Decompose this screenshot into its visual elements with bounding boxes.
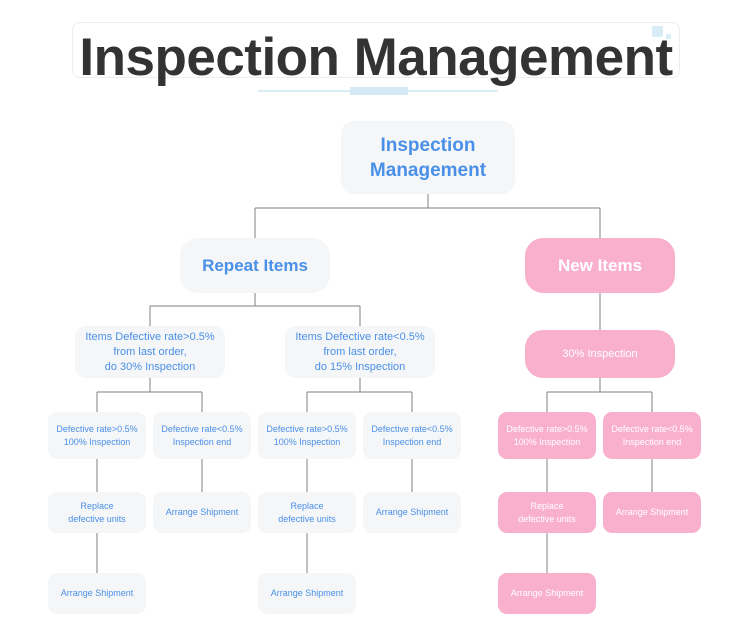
node-final-arrange-shipment-b[interactable]: Arrange Shipment	[258, 573, 356, 614]
node-label: Items Defective rate>0.5% from last orde…	[85, 330, 215, 373]
decorative-square-small-icon	[666, 34, 671, 39]
node-repeat-defective-high[interactable]: Items Defective rate>0.5% from last orde…	[75, 326, 225, 378]
page-title: Inspection Management	[79, 28, 673, 87]
node-label: Arrange Shipment	[615, 507, 689, 517]
node-label: Defective rate>0.5% 100% Inspection	[266, 423, 348, 447]
node-label: Defective rate<0.5% Inspection end	[371, 423, 453, 447]
node-label: Replace defective units	[518, 500, 576, 524]
node-defective-high-a[interactable]: Defective rate>0.5% 100% Inspection	[48, 412, 146, 459]
node-replace-defective-units-c[interactable]: Replace defective units	[498, 492, 596, 533]
node-new-items-30-percent-inspection[interactable]: 30% Inspection	[525, 330, 675, 378]
node-repeat-defective-low[interactable]: Items Defective rate<0.5% from last orde…	[285, 326, 435, 378]
decorative-square-large-icon	[652, 26, 663, 37]
node-repeat-items[interactable]: Repeat Items	[180, 238, 330, 293]
node-defective-low-b[interactable]: Defective rate<0.5% Inspection end	[363, 412, 461, 459]
node-label: Repeat Items	[202, 255, 308, 275]
node-label: New Items	[557, 255, 643, 275]
node-defective-low-a[interactable]: Defective rate<0.5% Inspection end	[153, 412, 251, 459]
node-defective-low-c[interactable]: Defective rate<0.5% Inspection end	[603, 412, 701, 459]
node-label: Replace defective units	[278, 500, 336, 524]
title-underline-accent	[350, 87, 408, 95]
node-label: Defective rate>0.5% 100% Inspection	[506, 423, 588, 447]
node-label: Inspection Management	[369, 134, 487, 181]
page-header: Inspection Management	[0, 0, 750, 108]
node-label: Defective rate<0.5% Inspection end	[611, 423, 693, 447]
title-frame	[72, 22, 680, 78]
node-defective-high-b[interactable]: Defective rate>0.5% 100% Inspection	[258, 412, 356, 459]
node-defective-high-c[interactable]: Defective rate>0.5% 100% Inspection	[498, 412, 596, 459]
node-arrange-shipment-b[interactable]: Arrange Shipment	[363, 492, 461, 533]
node-label: Arrange Shipment	[510, 588, 584, 598]
node-arrange-shipment-c[interactable]: Arrange Shipment	[603, 492, 701, 533]
node-label: Defective rate>0.5% 100% Inspection	[56, 423, 138, 447]
node-inspection-management[interactable]: Inspection Management	[341, 121, 515, 194]
node-label: Arrange Shipment	[60, 588, 134, 598]
node-label: Items Defective rate<0.5% from last orde…	[295, 330, 425, 373]
node-label: Replace defective units	[68, 500, 126, 524]
node-new-items[interactable]: New Items	[525, 238, 675, 293]
node-label: Arrange Shipment	[375, 507, 449, 517]
node-label: Arrange Shipment	[165, 507, 239, 517]
node-final-arrange-shipment-c[interactable]: Arrange Shipment	[498, 573, 596, 614]
node-replace-defective-units-a[interactable]: Replace defective units	[48, 492, 146, 533]
node-arrange-shipment-a[interactable]: Arrange Shipment	[153, 492, 251, 533]
node-label: 30% Inspection	[562, 347, 638, 360]
node-replace-defective-units-b[interactable]: Replace defective units	[258, 492, 356, 533]
node-label: Defective rate<0.5% Inspection end	[161, 423, 243, 447]
node-final-arrange-shipment-a[interactable]: Arrange Shipment	[48, 573, 146, 614]
node-label: Arrange Shipment	[270, 588, 344, 598]
